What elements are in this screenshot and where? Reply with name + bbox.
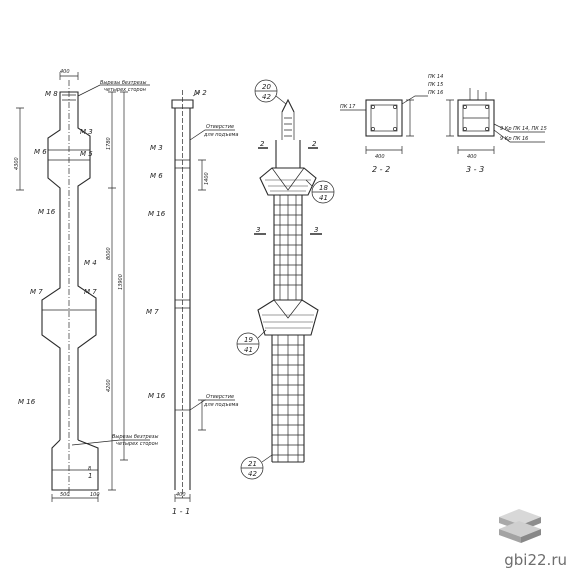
label-dim-top: 400: [60, 69, 70, 75]
drawing-labels: М 8 М 3 М 6 М 5 М 16 М 4 М 7 М 7 М 16 Вы…: [14, 69, 547, 516]
gbi-logo-icon: [499, 509, 541, 543]
label-mark-1-a: 1: [88, 472, 92, 480]
label-m4: М 4: [84, 259, 97, 267]
label-m6-side: М 6: [150, 172, 163, 180]
label-dim-side-e: 4200: [106, 379, 112, 392]
label-dim-width2: 400: [176, 492, 186, 498]
callout-19: 19: [244, 336, 253, 344]
column-side-view: [171, 90, 235, 502]
callout-41b: 41: [244, 346, 253, 354]
label-dim-bottom: 500: [60, 492, 70, 498]
label-m16-side-b: М 16: [148, 392, 166, 400]
label-m7-side: М 7: [146, 308, 159, 316]
label-vyrezy-top2: четырех сторон: [104, 87, 147, 93]
label-dim-400a: 400: [375, 154, 385, 160]
label-m7-b: М 7: [84, 288, 97, 296]
label-sec-2-left: 2: [260, 140, 265, 148]
label-m6: М 6: [34, 148, 47, 156]
label-dim-side-f: 1400: [204, 172, 210, 185]
label-sec-2-right: 2: [312, 140, 317, 148]
label-dim-side-d: 13900: [118, 274, 124, 290]
watermark-site-text: gbi22.ru: [504, 551, 567, 569]
callout-41: 41: [319, 194, 328, 202]
label-otv-bot1: Отверстие: [206, 394, 234, 400]
label-vyrezy-top: Вырезы безтрезы: [100, 80, 146, 86]
label-m7-a: М 7: [30, 288, 43, 296]
section-2-2: [340, 95, 428, 154]
label-pk14b: 9 Кр ПК 14, ПК 15: [500, 126, 547, 132]
label-section-1-1: 1 - 1: [172, 507, 190, 516]
label-m2: М 2: [194, 89, 207, 97]
label-vyrezy-bot: Вырезы безтрезы: [112, 434, 158, 440]
label-otv-top2: для подъема: [203, 132, 238, 138]
label-section-2-2: 2 - 2: [372, 165, 390, 174]
label-section-3-3: 3 - 3: [466, 165, 484, 174]
label-pk14: ПК 14: [428, 74, 443, 80]
label-dim-ann: 8: [88, 466, 91, 472]
callout-42b: 42: [248, 470, 257, 478]
label-m16-side-a: М 16: [148, 210, 166, 218]
label-m16-a: М 16: [38, 208, 56, 216]
label-dim-side-a: 4300: [14, 157, 20, 170]
label-m8: М 8: [45, 90, 58, 98]
label-pk16: ПК 16: [428, 90, 443, 96]
label-pk17: ПК 17: [340, 104, 356, 110]
label-dim-400b: 400: [467, 154, 477, 160]
label-sec-3-left: 3: [256, 226, 260, 234]
label-vyrezy-bot2: четырех сторон: [116, 441, 159, 447]
label-m3-side: М 3: [150, 144, 163, 152]
callout-42: 42: [262, 93, 271, 101]
label-m3: М 3: [80, 128, 93, 136]
label-m16-b: М 16: [18, 398, 36, 406]
label-m5: М 5: [80, 150, 93, 158]
label-otv-top1: Отверстие: [206, 124, 234, 130]
column-elevation-left: [16, 72, 150, 502]
callout-21: 21: [248, 460, 257, 468]
label-pk16b: 9 Кр ПК 16: [500, 136, 528, 142]
label-dim-side-b: 1780: [106, 137, 112, 150]
callout-20: 20: [262, 83, 271, 91]
reinforcement-cage: [236, 79, 335, 480]
callout-18: 18: [319, 184, 328, 192]
label-dim-bottom2: 100: [90, 492, 100, 498]
section-3-3: [446, 88, 545, 154]
label-pk15: ПК 15: [428, 82, 443, 88]
label-otv-bot2: для подъема: [203, 402, 238, 408]
label-sec-3-right: 3: [314, 226, 318, 234]
label-dim-side-c: 8000: [106, 247, 112, 260]
